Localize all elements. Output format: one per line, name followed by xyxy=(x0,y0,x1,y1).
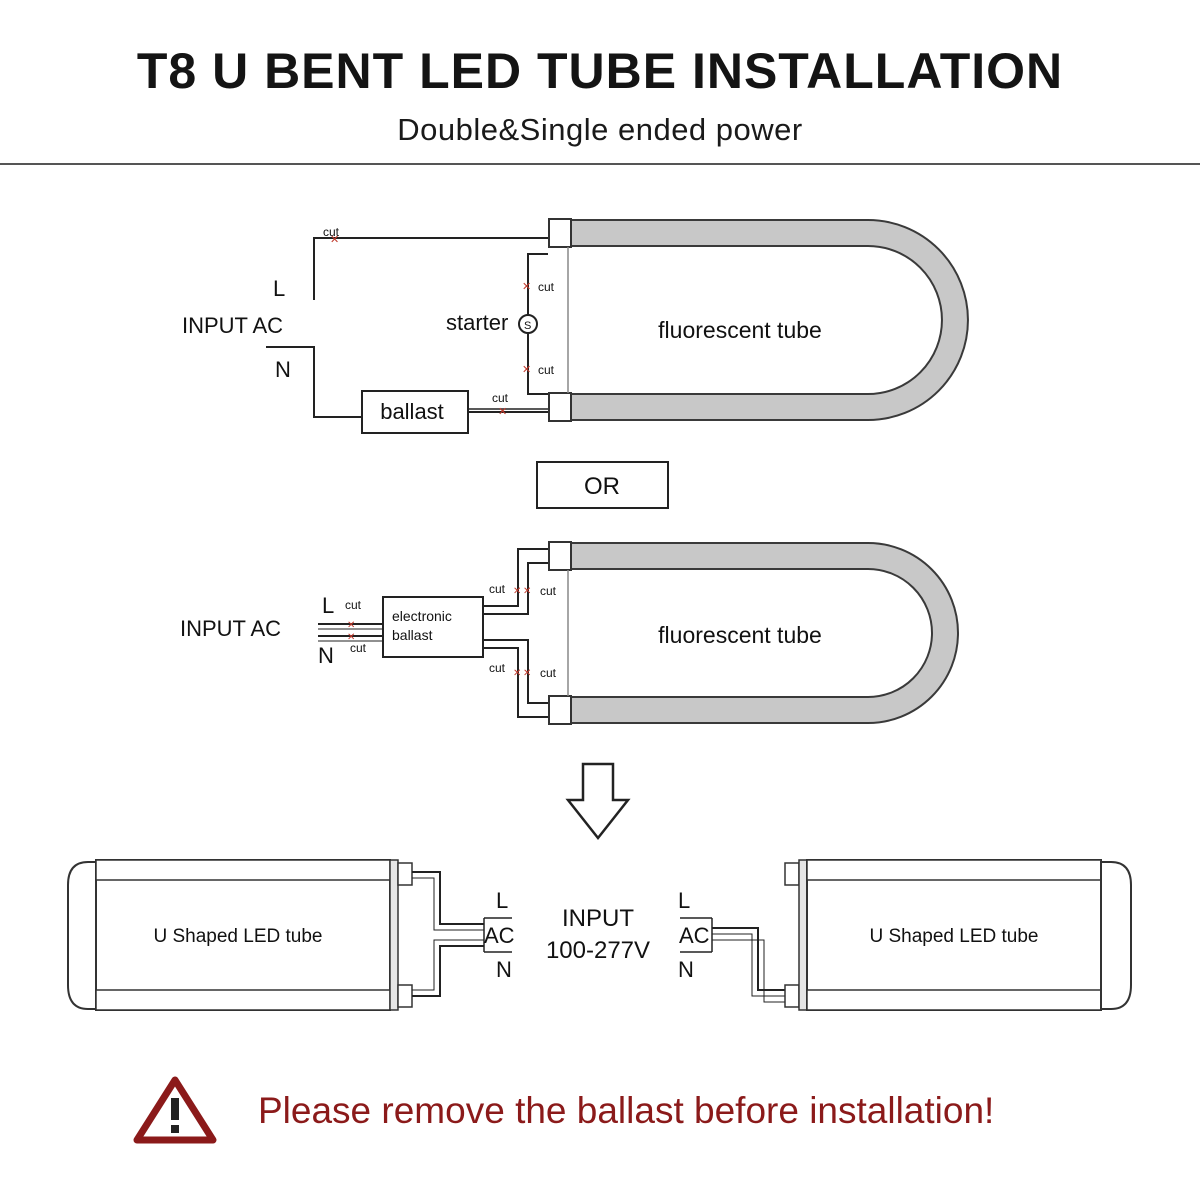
cut-mark-icon: ✕ xyxy=(523,668,531,679)
warning-text: Please remove the ballast before install… xyxy=(258,1090,995,1131)
diagram-2-electronic-ballast: fluorescent tube INPUT AC L N cut ✕ ✕ cu… xyxy=(180,541,959,725)
or-box xyxy=(536,461,669,509)
cut-label: cut xyxy=(492,391,509,405)
left-led-tube-label: U Shaped LED tube xyxy=(153,926,322,947)
input-ac-label: INPUT AC xyxy=(180,616,281,641)
page-subtitle: Double&Single ended power xyxy=(397,112,803,147)
cut-mark-icon: ✕ xyxy=(347,620,355,631)
right-led-tube: U Shaped LED tube xyxy=(784,859,1132,1011)
starter-icon xyxy=(518,314,538,334)
right-led-tube-label: U Shaped LED tube xyxy=(869,926,1038,947)
N-label: N xyxy=(318,643,334,668)
L-label: L xyxy=(322,593,334,618)
cut-label: cut xyxy=(540,666,557,680)
cut-label: cut xyxy=(489,582,506,596)
cut-label: cut xyxy=(489,661,506,675)
diagram-1-magnetic-ballast: fluorescent tube cut ✕ L INPUT AC N ball… xyxy=(182,218,969,434)
tube-end-cap-bottom xyxy=(548,695,572,725)
L-label: L xyxy=(678,888,690,913)
input-ac-label: INPUT AC xyxy=(182,313,283,338)
cut-mark-icon: ✕ xyxy=(513,668,521,679)
down-arrow-icon xyxy=(565,762,631,841)
cut-mark-icon: ✕ xyxy=(347,632,355,643)
ballast-label: ballast xyxy=(380,399,444,424)
cut-mark-icon: ✕ xyxy=(522,364,531,376)
cut-label: cut xyxy=(540,584,557,598)
warning-triangle-icon xyxy=(133,1076,217,1144)
tube-end-cap-bottom xyxy=(548,392,572,422)
svg-text:S: S xyxy=(524,320,531,332)
N-label: N xyxy=(496,957,512,982)
cut-mark-icon: ✕ xyxy=(522,281,531,293)
cut-label: cut xyxy=(345,598,362,612)
tube-label-2: fluorescent tube xyxy=(658,622,822,648)
cut-label: cut xyxy=(350,641,367,655)
electronic-ballast-label-2: ballast xyxy=(392,627,433,643)
header-divider xyxy=(0,163,1200,165)
AC-label: AC xyxy=(484,923,515,948)
electronic-ballast-box xyxy=(382,596,484,658)
cut-mark-icon: ✕ xyxy=(498,406,507,418)
cut-label: cut xyxy=(538,363,555,377)
N-label: N xyxy=(275,357,291,382)
L-label: L xyxy=(496,888,508,913)
AC-label: AC xyxy=(679,923,710,948)
left-led-tube: U Shaped LED tube xyxy=(67,859,413,1011)
cut-mark-icon: ✕ xyxy=(513,586,521,597)
L-label: L xyxy=(273,276,285,301)
input-label: INPUT xyxy=(562,905,634,932)
cut-label: cut xyxy=(323,225,340,239)
cut-mark-icon: ✕ xyxy=(523,586,531,597)
diagram-3-led-tubes: U Shaped LED tube L AC N INPUT 100-277V … xyxy=(67,859,1132,1011)
or-label: OR xyxy=(584,473,620,500)
page-title: T8 U BENT LED TUBE INSTALLATION xyxy=(136,43,1064,99)
electronic-ballast-label-1: electronic xyxy=(392,608,452,624)
tube-label-1: fluorescent tube xyxy=(658,317,822,343)
N-label: N xyxy=(678,957,694,982)
tube-end-cap-top xyxy=(548,541,572,571)
starter-label: starter xyxy=(446,310,508,335)
cut-label: cut xyxy=(538,280,555,294)
cut-mark-icon: ✕ xyxy=(330,234,339,246)
tube-end-cap-top xyxy=(548,218,572,248)
input-voltage-label: 100-277V xyxy=(546,937,650,964)
